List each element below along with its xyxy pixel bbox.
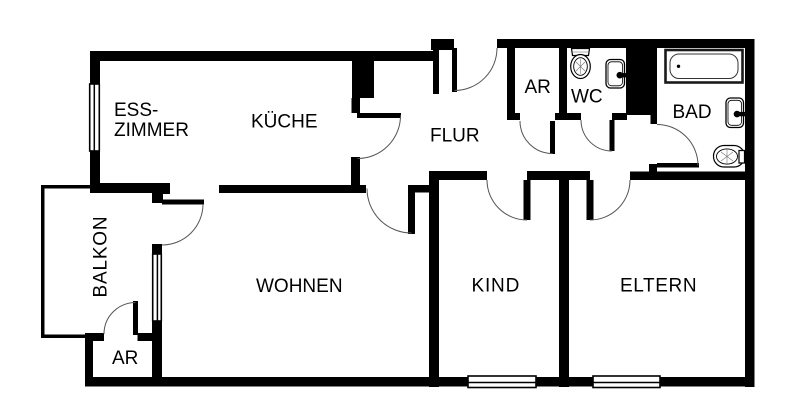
svg-text:BALKON: BALKON	[91, 216, 112, 298]
svg-text:WC: WC	[571, 87, 603, 108]
svg-text:WOHNEN: WOHNEN	[256, 276, 343, 297]
svg-text:ELTERN: ELTERN	[620, 276, 697, 297]
svg-text:AR: AR	[112, 348, 138, 369]
svg-text:BAD: BAD	[673, 102, 712, 123]
svg-text:KÜCHE: KÜCHE	[251, 112, 318, 133]
svg-text:KIND: KIND	[472, 276, 521, 297]
svg-text:FLUR: FLUR	[430, 126, 480, 147]
svg-text:AR: AR	[525, 77, 551, 98]
svg-text:ESS-: ESS-	[114, 100, 158, 121]
svg-text:ZIMMER: ZIMMER	[114, 120, 189, 141]
